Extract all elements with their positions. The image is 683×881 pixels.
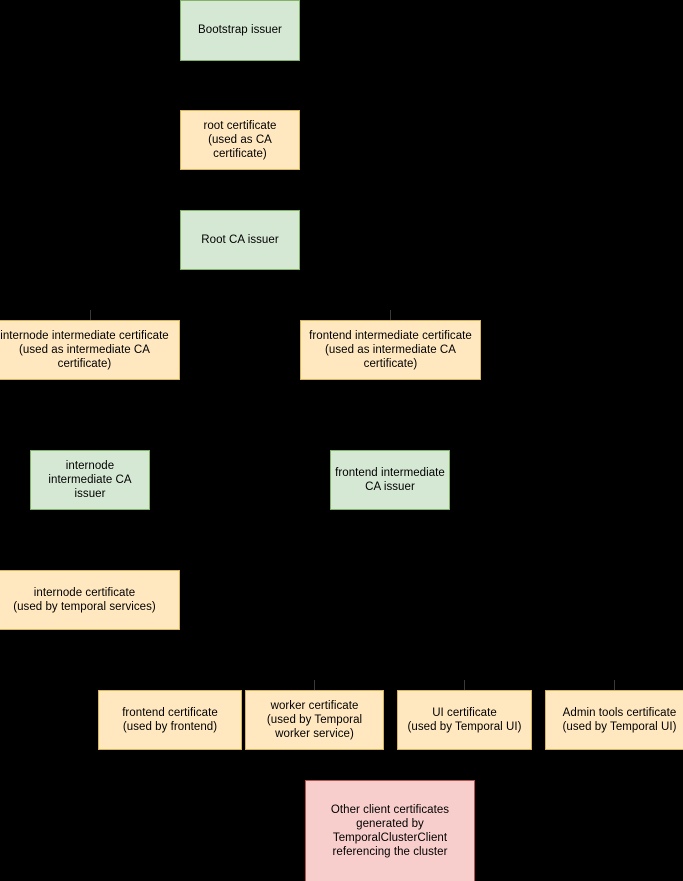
node-admin-tools-certificate[interactable]: Admin tools certificate (used by Tempora… (545, 690, 683, 750)
connector-line (614, 680, 615, 690)
node-label: Other client certificates generated by T… (330, 803, 450, 859)
node-root-certificate[interactable]: root certificate (used as CA certificate… (180, 110, 300, 170)
node-frontend-intermediate-certificate[interactable]: frontend intermediate certificate (used … (300, 320, 481, 380)
node-internode-intermediate-ca-issuer[interactable]: internode intermediate CA issuer (30, 450, 150, 510)
connector-line (390, 310, 391, 320)
node-frontend-intermediate-ca-issuer[interactable]: frontend intermediate CA issuer (330, 450, 450, 510)
node-label: Bootstrap issuer (198, 24, 282, 37)
node-label: Root CA issuer (201, 233, 279, 246)
node-label: root certificate (used as CA certificate… (203, 119, 277, 161)
node-root-ca-issuer[interactable]: Root CA issuer (180, 210, 300, 270)
node-label: internode certificate (used by temporal … (13, 586, 156, 613)
node-bootstrap-issuer[interactable]: Bootstrap issuer (180, 0, 300, 61)
node-frontend-certificate[interactable]: frontend certificate (used by frontend) (98, 690, 242, 750)
node-other-client-certificates[interactable]: Other client certificates generated by T… (305, 780, 475, 881)
node-label: internode intermediate CA issuer (48, 459, 132, 501)
node-ui-certificate[interactable]: UI certificate (used by Temporal UI) (397, 690, 532, 750)
node-worker-certificate[interactable]: worker certificate (used by Temporal wor… (245, 690, 384, 750)
connector-line (464, 680, 465, 690)
node-internode-certificate[interactable]: internode certificate (used by temporal … (0, 570, 180, 630)
node-label: frontend intermediate certificate (used … (309, 329, 472, 371)
connector-line (90, 310, 91, 320)
node-label: frontend intermediate CA issuer (335, 466, 445, 493)
node-internode-intermediate-certificate[interactable]: internode intermediate certificate (used… (0, 320, 180, 380)
connector-line (314, 680, 315, 690)
node-label: worker certificate (used by Temporal wor… (266, 699, 363, 741)
node-label: Admin tools certificate (used by Tempora… (562, 706, 677, 733)
node-label: frontend certificate (used by frontend) (122, 706, 218, 733)
node-label: internode intermediate certificate (used… (0, 329, 169, 371)
node-label: UI certificate (used by Temporal UI) (407, 706, 522, 733)
